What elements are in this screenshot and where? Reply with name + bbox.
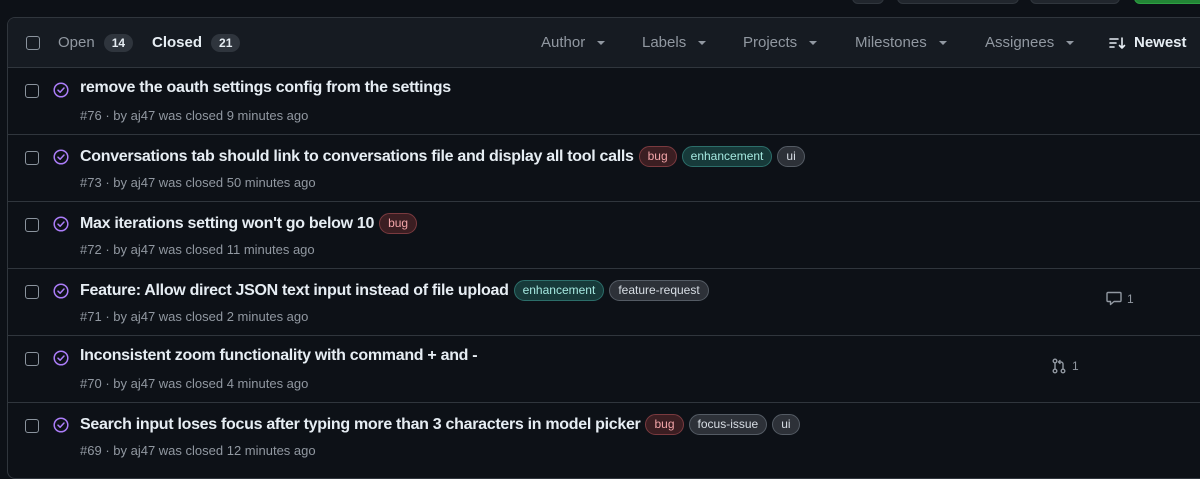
comments-link[interactable]: 1 <box>1106 291 1134 306</box>
toolbar-button[interactable] <box>897 0 1019 4</box>
milestones-filter[interactable]: Milestones <box>855 18 948 67</box>
issue-row: Inconsistent zoom functionality with com… <box>8 336 1200 403</box>
issue-title-line: remove the oauth settings config from th… <box>80 79 451 97</box>
issue-meta: #73 · by aj47 was closed 50 minutes ago <box>80 175 316 190</box>
issue-title-line: Inconsistent zoom functionality with com… <box>80 347 478 365</box>
top-toolbar-strip <box>0 0 1200 18</box>
toolbar-button[interactable] <box>852 0 884 4</box>
label-ui[interactable]: ui <box>772 414 800 435</box>
issue-meta: #69 · by aj47 was closed 12 minutes ago <box>80 443 316 458</box>
issue-closed-icon <box>53 417 69 433</box>
issue-row: Max iterations setting won't go below 10… <box>8 202 1200 269</box>
closed-count-badge: 21 <box>211 33 241 52</box>
closed-tab-label: Closed <box>152 34 203 51</box>
label-bug[interactable]: bug <box>645 414 684 435</box>
issue-checkbox[interactable] <box>25 218 39 232</box>
issue-title-line: Conversations tab should link to convers… <box>80 146 805 167</box>
linked-pull-requests[interactable]: 1 <box>1051 358 1079 374</box>
issue-title-link[interactable]: Search input loses focus after typing mo… <box>80 415 641 433</box>
issue-row: Conversations tab should link to convers… <box>8 135 1200 202</box>
select-all-checkbox[interactable] <box>26 36 40 50</box>
toolbar-button[interactable] <box>1030 0 1120 4</box>
open-tab-label: Open <box>58 34 95 51</box>
issue-title-line: Feature: Allow direct JSON text input in… <box>80 280 709 301</box>
triangle-down-icon <box>698 40 707 45</box>
label-focus-issue[interactable]: focus-issue <box>688 414 768 435</box>
sort-label: Newest <box>1134 34 1187 51</box>
issue-closed-icon <box>53 283 69 299</box>
issue-closed-icon <box>53 350 69 366</box>
issue-checkbox[interactable] <box>25 84 39 98</box>
open-issues-tab[interactable]: Open 14 <box>58 18 134 67</box>
label-bug[interactable]: bug <box>379 213 418 234</box>
issue-meta-text: · by aj47 was closed 2 minutes ago <box>101 309 309 324</box>
label-bug[interactable]: bug <box>638 146 677 167</box>
issue-meta-text: · by aj47 was closed 12 minutes ago <box>101 443 316 458</box>
issue-title-link[interactable]: Max iterations setting won't go below 10 <box>80 214 375 232</box>
issue-title-link[interactable]: Inconsistent zoom functionality with com… <box>80 347 478 364</box>
issue-number: #69 <box>80 443 102 458</box>
label-feature-request[interactable]: feature-request <box>609 280 709 301</box>
label-ui[interactable]: ui <box>777 146 805 167</box>
issue-title-link[interactable]: Feature: Allow direct JSON text input in… <box>80 281 509 299</box>
issue-closed-icon <box>53 149 69 165</box>
issue-number: #70 <box>80 376 102 391</box>
issue-row: Feature: Allow direct JSON text input in… <box>8 269 1200 336</box>
issue-checkbox[interactable] <box>25 151 39 165</box>
labels-filter[interactable]: Labels <box>642 18 707 67</box>
issue-meta-text: · by aj47 was closed 9 minutes ago <box>101 108 309 123</box>
issue-number: #73 <box>80 175 102 190</box>
issue-checkbox[interactable] <box>25 285 39 299</box>
issue-number: #72 <box>80 242 102 257</box>
issue-meta: #76 · by aj47 was closed 9 minutes ago <box>80 108 308 123</box>
author-filter[interactable]: Author <box>541 18 606 67</box>
issue-number: #76 <box>80 108 102 123</box>
issue-closed-icon <box>53 82 69 98</box>
issue-row: remove the oauth settings config from th… <box>8 68 1200 135</box>
assignees-filter-label: Assignees <box>985 34 1055 51</box>
triangle-down-icon <box>809 40 818 45</box>
issue-row: Search input loses focus after typing mo… <box>8 403 1200 469</box>
issue-number: #71 <box>80 309 102 324</box>
issue-title-line: Max iterations setting won't go below 10… <box>80 213 418 234</box>
issue-checkbox[interactable] <box>25 419 39 433</box>
linked-pr-count: 1 <box>1072 359 1079 373</box>
projects-filter-label: Projects <box>743 34 798 51</box>
projects-filter[interactable]: Projects <box>743 18 818 67</box>
new-issue-button[interactable] <box>1134 0 1200 4</box>
sort-desc-icon <box>1109 36 1126 49</box>
label-enhancement[interactable]: enhancement <box>513 280 605 301</box>
issue-meta-text: · by aj47 was closed 50 minutes ago <box>101 175 316 190</box>
sort-dropdown[interactable]: Newest <box>1109 18 1187 67</box>
author-filter-label: Author <box>541 34 586 51</box>
triangle-down-icon <box>597 40 606 45</box>
issue-meta-text: · by aj47 was closed 11 minutes ago <box>101 242 315 257</box>
label-enhancement[interactable]: enhancement <box>681 146 773 167</box>
milestones-filter-label: Milestones <box>855 34 927 51</box>
issue-checkbox[interactable] <box>25 352 39 366</box>
closed-issues-tab[interactable]: Closed 21 <box>152 18 241 67</box>
issue-title-link[interactable]: remove the oauth settings config from th… <box>80 79 451 96</box>
labels-filter-label: Labels <box>642 34 687 51</box>
assignees-filter[interactable]: Assignees <box>985 18 1075 67</box>
issue-meta: #72 · by aj47 was closed 11 minutes ago <box>80 242 315 257</box>
issue-title-line: Search input loses focus after typing mo… <box>80 414 800 435</box>
comment-count: 1 <box>1127 291 1134 306</box>
open-count-badge: 14 <box>103 33 134 52</box>
issues-list-header: Open 14 Closed 21 Author Labels Projects… <box>8 18 1200 68</box>
issue-closed-icon <box>53 216 69 232</box>
issue-meta: #70 · by aj47 was closed 4 minutes ago <box>80 376 308 391</box>
issues-list-panel: Open 14 Closed 21 Author Labels Projects… <box>7 17 1200 479</box>
issue-title-link[interactable]: Conversations tab should link to convers… <box>80 147 634 165</box>
git-pull-request-icon <box>1052 358 1066 374</box>
triangle-down-icon <box>1066 40 1075 45</box>
comment-icon <box>1106 291 1122 306</box>
triangle-down-icon <box>938 40 947 45</box>
issue-meta: #71 · by aj47 was closed 2 minutes ago <box>80 309 308 324</box>
issue-meta-text: · by aj47 was closed 4 minutes ago <box>101 376 309 391</box>
